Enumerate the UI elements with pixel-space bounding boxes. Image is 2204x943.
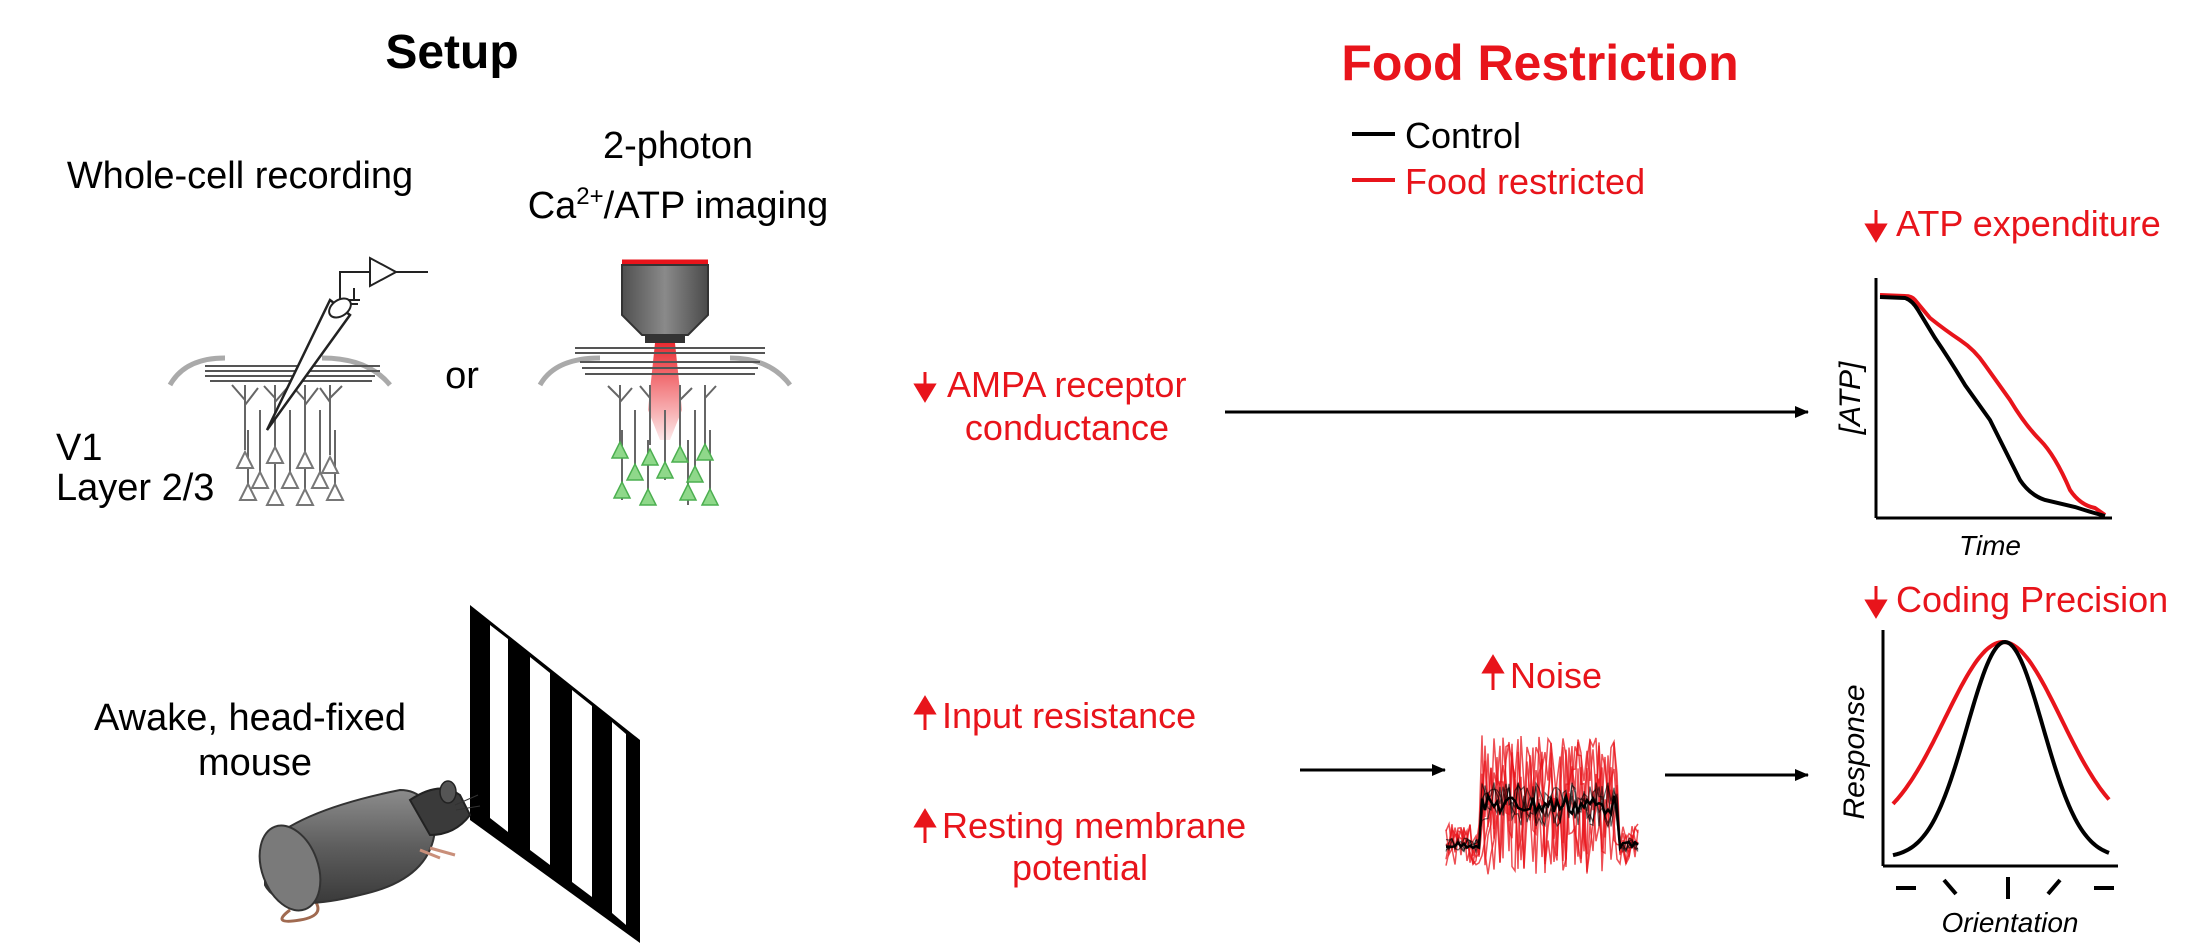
noise-trace-control: [1445, 781, 1639, 854]
atp-plot: [ATP] Time: [1834, 278, 2112, 561]
orientation-tick-135: [2046, 878, 2062, 896]
skull-right-2p: [729, 355, 793, 387]
input-resistance-label: Input resistance: [942, 695, 1196, 736]
ampa-label-2: conductance: [965, 407, 1169, 448]
recording-pipette: [265, 256, 428, 431]
mouse-head: [408, 787, 472, 837]
awake-label-1: Awake, head-fixed: [94, 697, 406, 739]
legend-restricted-label: Food restricted: [1405, 161, 1645, 202]
up-arrow-icon-noise: [1481, 654, 1505, 690]
noise-trace-control: [1445, 791, 1639, 852]
food-restriction-title: Food Restriction: [1341, 35, 1738, 91]
up-arrow-icon-input: [913, 695, 937, 730]
noise-trace-control: [1445, 782, 1639, 853]
imaging-label: Ca2+/ATP imaging: [528, 183, 829, 227]
legend: Control Food restricted: [1352, 115, 1645, 202]
noise-trace-control: [1445, 784, 1639, 853]
coding-xlabel: Orientation: [1942, 907, 2079, 938]
atp-curve-control: [1879, 295, 2106, 518]
ampa-label-1: AMPA receptor: [947, 364, 1186, 405]
legend-control-label: Control: [1405, 115, 1521, 156]
down-arrow-icon-atp: [1864, 210, 1888, 243]
coding-title: Coding Precision: [1896, 579, 2168, 620]
skull-right: [321, 355, 392, 387]
amplifier-icon: [369, 256, 399, 288]
coding-plot: Response Orientation: [1838, 630, 2118, 938]
two-photon-illustration: [537, 259, 793, 506]
setup-title: Setup: [385, 26, 518, 79]
noise-trace-restricted: [1445, 742, 1639, 872]
mouse-illustration: [258, 780, 481, 923]
whole-cell-illustration: [167, 256, 428, 506]
tuning-curve-restricted: [1891, 639, 2111, 806]
skull-left-2p: [537, 355, 601, 387]
coding-ylabel: Response: [1838, 684, 1871, 819]
atp-title: ATP expenditure: [1896, 203, 2161, 244]
neuron-triangles: [235, 444, 345, 506]
or-label: or: [445, 355, 479, 397]
layer-label: Layer 2/3: [56, 467, 214, 509]
whole-cell-label: Whole-cell recording: [67, 155, 413, 197]
down-arrow-icon: [913, 372, 937, 403]
orientation-tick-45: [1942, 878, 1958, 896]
resting-label-1: Resting membrane: [942, 805, 1246, 846]
skull-left: [167, 355, 226, 387]
awake-label-2: mouse: [198, 742, 312, 784]
orientation-ticks: [1896, 877, 2114, 899]
objective-icon: [621, 264, 709, 336]
mouse-tail: [280, 893, 320, 923]
noise-traces: [1445, 735, 1639, 875]
resting-label-2: potential: [1012, 847, 1148, 888]
two-photon-label: 2-photon: [603, 125, 753, 167]
green-neurons: [610, 440, 720, 506]
atp-curve-restricted: [1879, 293, 2107, 517]
tuning-curve-control: [1892, 639, 2110, 858]
atp-xlabel: Time: [1959, 530, 2021, 561]
mouse-back: [258, 824, 322, 912]
down-arrow-icon-coding: [1864, 586, 1888, 619]
noise-label: Noise: [1510, 655, 1602, 696]
grating-stimulus: [470, 605, 640, 943]
up-arrow-icon-resting: [913, 808, 937, 843]
v1-label: V1: [56, 427, 102, 469]
atp-ylabel: [ATP]: [1834, 361, 1867, 435]
